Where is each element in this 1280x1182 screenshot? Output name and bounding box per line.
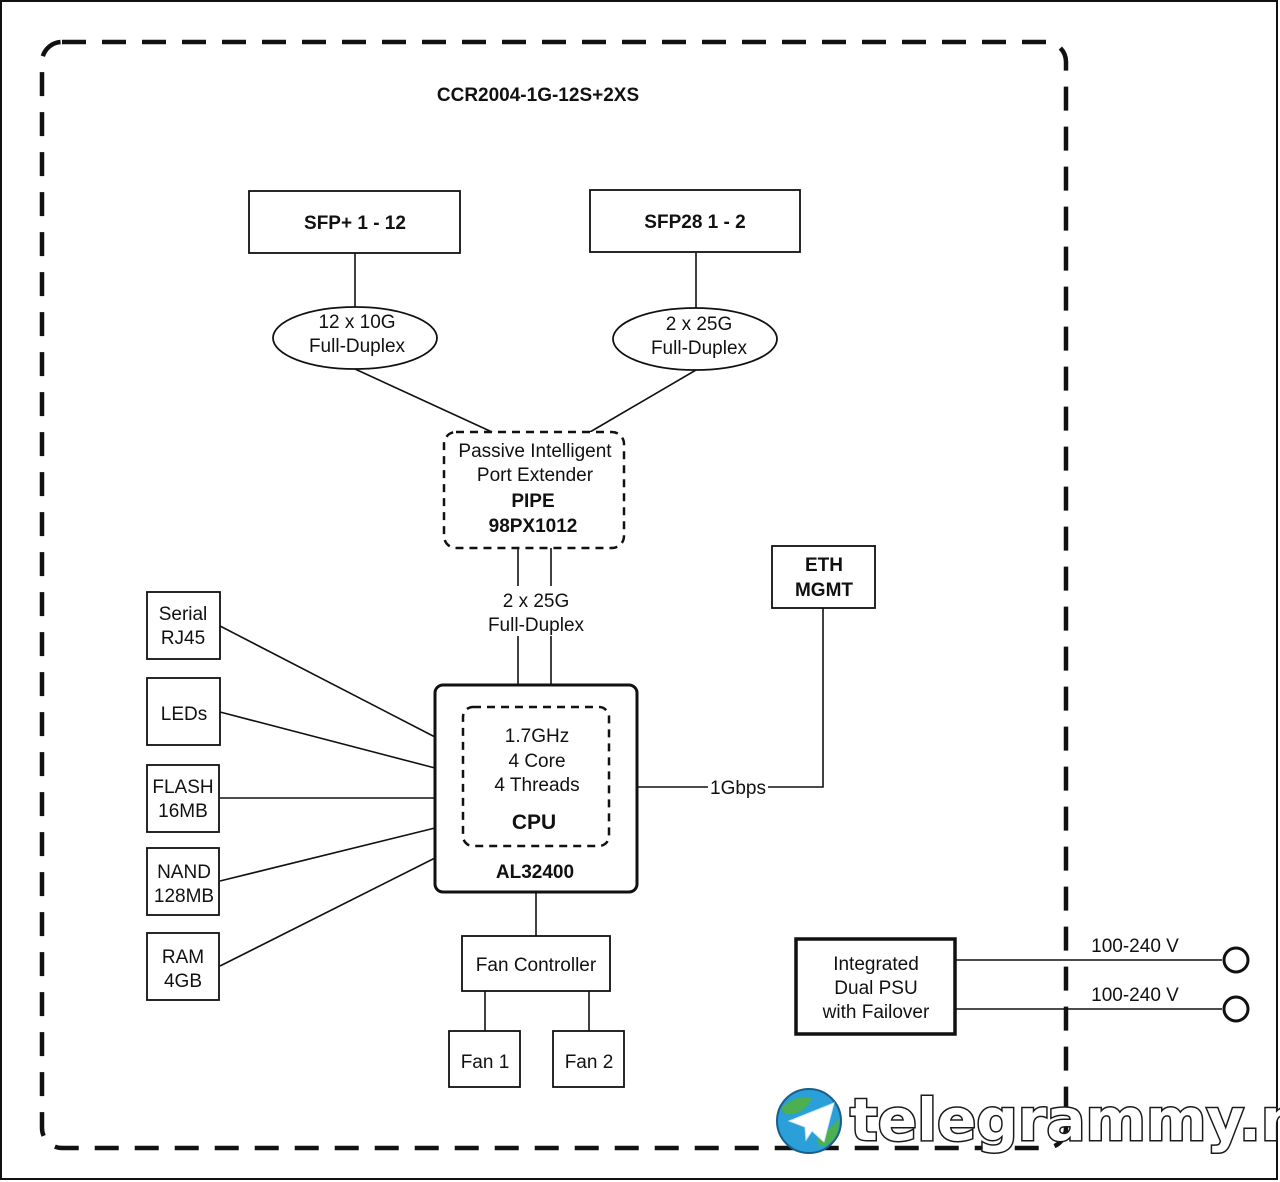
device-boundary [39, 39, 1069, 1151]
fan-controller-box: Fan Controller [461, 935, 611, 992]
ram-size: 4GB [164, 971, 202, 992]
psu-line1: Integrated [833, 954, 919, 975]
device-title: CCR2004-1G-12S+2XS [437, 85, 639, 106]
watermark-text: telegrammy.net [850, 1086, 1280, 1154]
cpu-package-box: 1.7GHz 4 Core 4 Threads CPU AL32400 [433, 683, 639, 894]
leds-label: LEDs [161, 704, 207, 725]
leds-box: LEDs [146, 677, 221, 746]
nand-label: NAND [157, 862, 211, 883]
flash-size: 16MB [158, 801, 208, 822]
psu-line2: Dual PSU [834, 978, 917, 999]
power-connector-icon [1222, 995, 1250, 1023]
pipe-desc-line2: Port Extender [477, 465, 594, 486]
pipe-name: PIPE [511, 491, 554, 512]
pipe-port-extender-box: Passive Intelligent Port Extender PIPE 9… [442, 430, 626, 550]
fan2-label: Fan 2 [565, 1052, 614, 1073]
pipe-link-label-bg [484, 586, 588, 636]
psu-box: Integrated Dual PSU with Failover [794, 937, 957, 1036]
cpu-label: CPU [512, 811, 556, 834]
cpu-threads: 4 Threads [494, 775, 579, 796]
connection-lines [219, 253, 1222, 1031]
sfp-plus-label: SFP+ 1 - 12 [304, 213, 406, 234]
sfp28-label: SFP28 1 - 2 [644, 212, 745, 233]
sfp-plus-ports-box: SFP+ 1 - 12 [248, 190, 461, 254]
fan1-box: Fan 1 [448, 1030, 521, 1088]
rj45-label: RJ45 [161, 628, 205, 649]
eth-label: ETH [805, 555, 843, 576]
power-connector-icon [1222, 946, 1250, 974]
fan-controller-label: Fan Controller [476, 955, 597, 976]
flash-label: FLASH [152, 777, 213, 798]
sfp-plus-link-speed: 12 x 10G [318, 312, 395, 333]
nand-box: NAND 128MB [146, 847, 220, 916]
telegram-globe-icon [776, 1088, 842, 1154]
psu-line3: with Failover [822, 1002, 930, 1023]
fan1-label: Fan 1 [461, 1052, 510, 1073]
serial-label: Serial [159, 604, 208, 625]
mgmt-label: MGMT [795, 580, 853, 601]
pipe-desc-line1: Passive Intelligent [458, 441, 612, 462]
cpu-model: AL32400 [496, 862, 574, 883]
eth-mgmt-box: ETH MGMT [771, 545, 876, 609]
ram-label: RAM [162, 947, 204, 968]
sfp28-link-mode: Full-Duplex [651, 338, 748, 359]
pipe-model: 98PX1012 [489, 516, 578, 537]
cpu-cores: 4 Core [508, 751, 565, 772]
sfp-plus-link-mode: Full-Duplex [309, 336, 406, 357]
cpu-frequency: 1.7GHz [505, 726, 569, 747]
nand-size: 128MB [154, 886, 214, 907]
pipe-link-mode: Full-Duplex [488, 615, 585, 636]
sfp28-ports-box: SFP28 1 - 2 [589, 189, 801, 253]
serial-rj45-box: Serial RJ45 [146, 591, 221, 660]
sfp28-link-speed: 2 x 25G [666, 314, 733, 335]
sfp-plus-link-ellipse: 12 x 10G Full-Duplex [272, 306, 438, 370]
ram-box: RAM 4GB [146, 932, 220, 1001]
eth-link-label-bg [708, 777, 768, 797]
psu-input2-voltage: 100-240 V [1091, 985, 1179, 1006]
psu-input1-voltage: 100-240 V [1091, 936, 1179, 957]
pipe-link-speed: 2 x 25G [503, 591, 570, 612]
flash-box: FLASH 16MB [146, 764, 220, 833]
eth-link-speed: 1Gbps [710, 778, 766, 799]
sfp28-link-ellipse: 2 x 25G Full-Duplex [612, 307, 778, 371]
watermark: telegrammy.net [776, 1085, 1280, 1156]
fan2-box: Fan 2 [552, 1030, 625, 1088]
